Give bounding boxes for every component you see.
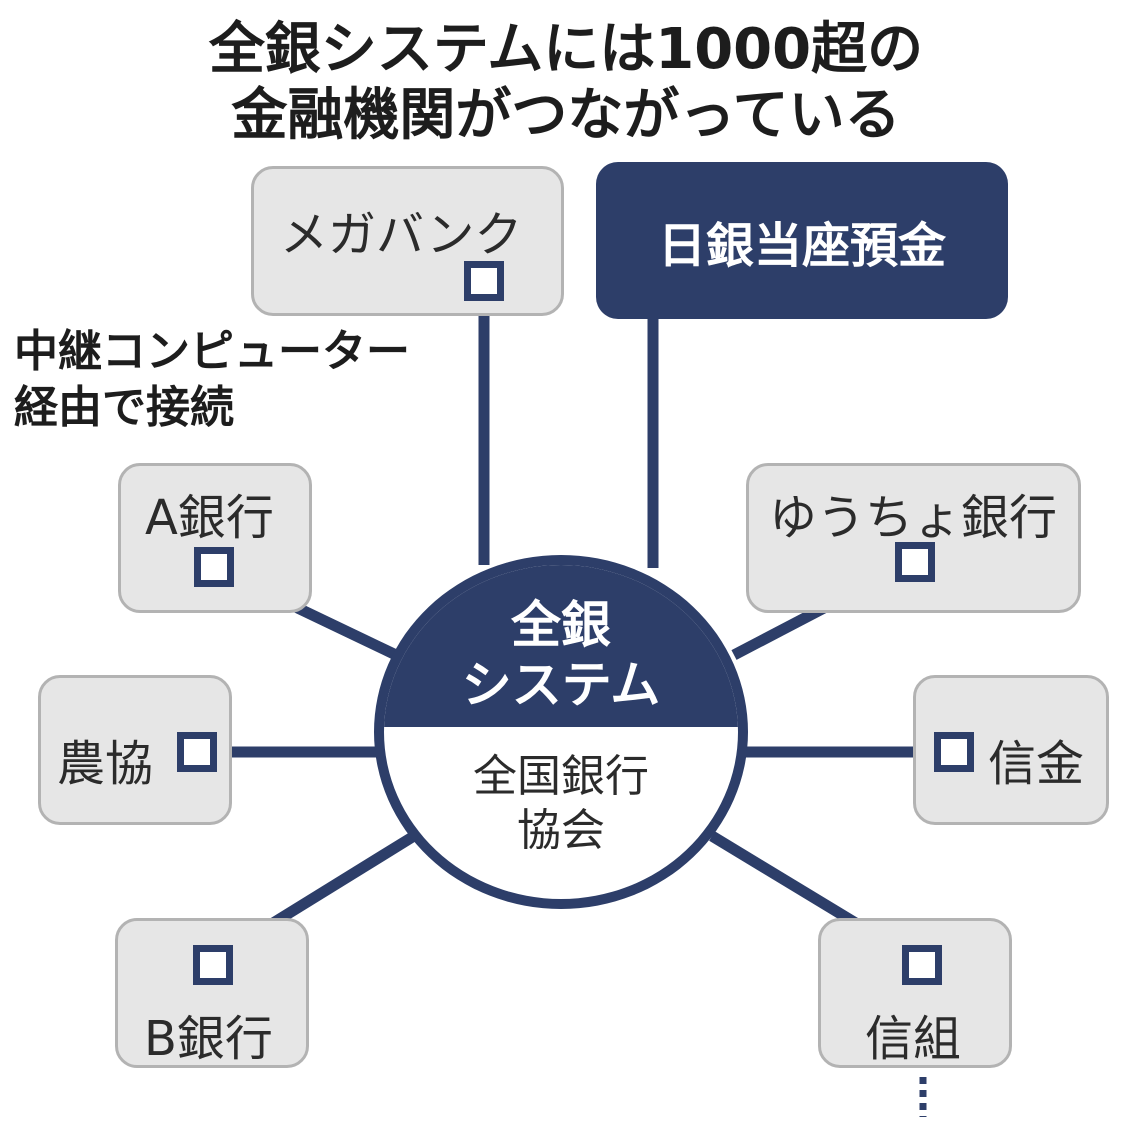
shinkin-label: 信金: [988, 736, 1085, 792]
bank-b-box: B銀行: [115, 918, 309, 1068]
hub-operator-line-2: 協会: [517, 805, 605, 856]
hub-name-line-1: 全銀: [511, 596, 611, 654]
relay-node-bank-b: [193, 945, 233, 985]
shinkumi-box: 信組: [818, 918, 1012, 1068]
shinkumi-label: 信組: [865, 1011, 962, 1067]
relay-node-shinkin: [934, 732, 974, 772]
relay-node-noukyou: [177, 732, 217, 772]
yucho-bank-label: ゆうちょ銀行: [769, 490, 1058, 546]
hub-name-line-2: システム: [461, 656, 661, 714]
diagram-title-line-2: 金融機関がつながっている: [231, 83, 901, 148]
hub-operator-line-1: 全国銀行: [473, 751, 649, 802]
relay-note-line-1: 中継コンピューター: [14, 326, 410, 377]
noukyou-box: 農協: [38, 675, 232, 825]
megabank-box: メガバンク: [251, 166, 564, 316]
relay-node-shinkumi: [902, 945, 942, 985]
hub-top-half: [384, 565, 738, 727]
relay-node-bank-a: [194, 547, 234, 587]
relay-node-megabank: [464, 261, 504, 301]
boj-current-account-box: 日銀当座預金: [596, 162, 1008, 319]
boj-current-account-label: 日銀当座預金: [657, 217, 946, 274]
relay-node-yucho: [895, 542, 935, 582]
noukyou-label: 農協: [57, 736, 154, 792]
yucho-bank-box: ゆうちょ銀行: [746, 463, 1081, 613]
diagram-title-line-1: 全銀システムには1000超の: [208, 17, 924, 82]
shinkin-box: 信金: [913, 675, 1109, 825]
megabank-label: メガバンク: [280, 207, 523, 263]
bank-a-label: A銀行: [145, 490, 274, 546]
relay-note-line-2: 経由で接続: [14, 382, 234, 433]
bank-a-box: A銀行: [118, 463, 312, 613]
zengin-system-hub: 全銀 システム 全国銀行 協会: [374, 555, 748, 909]
bank-b-label: B銀行: [144, 1011, 273, 1067]
